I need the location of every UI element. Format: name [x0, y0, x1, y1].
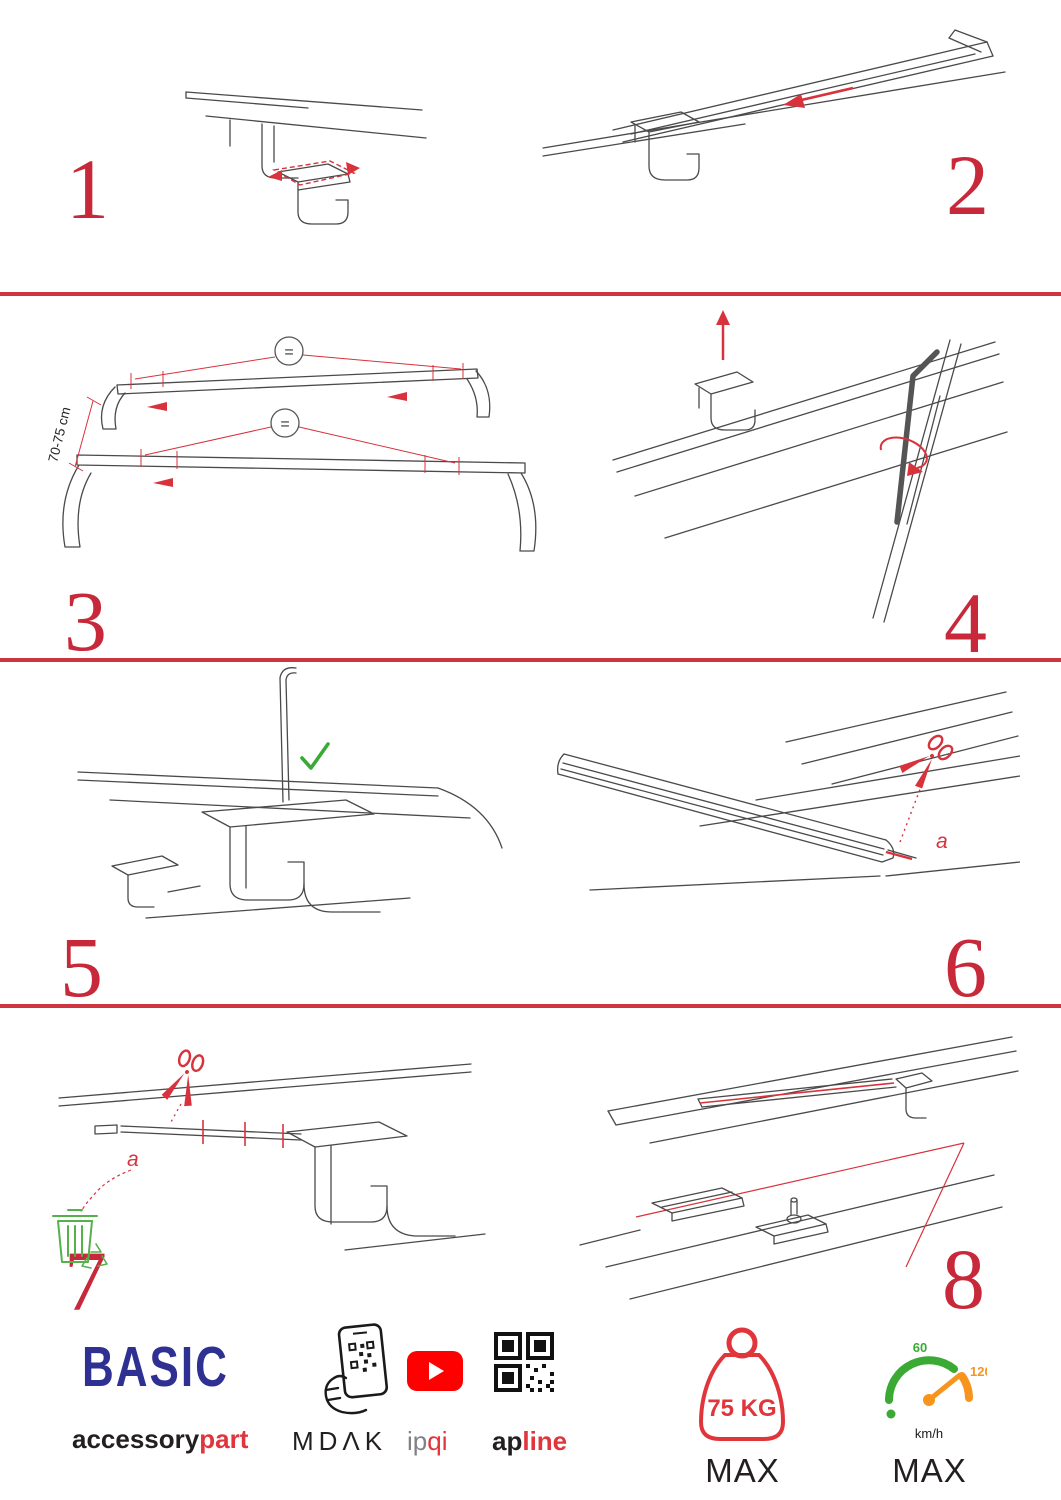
- hand-icon: [324, 1374, 368, 1415]
- measurement-label: 70-75 cm: [45, 405, 73, 463]
- check-icon: [300, 742, 330, 770]
- step-7-illustration: a: [52, 1049, 486, 1269]
- clamp-pieces: [651, 1187, 829, 1245]
- step-1-number: 1: [66, 141, 109, 237]
- insert-arrows: [268, 162, 360, 181]
- step-3-number: 3: [64, 573, 107, 669]
- slide-direction-arrow: [783, 86, 854, 108]
- equals-sign: =: [284, 344, 293, 361]
- basic-logo: BASIC: [82, 1336, 229, 1399]
- scissors-icon: [161, 1049, 205, 1107]
- qr-code-icon: [494, 1332, 554, 1392]
- insert-direction-arrow: [716, 310, 730, 360]
- step-2-illustration: [542, 29, 1006, 181]
- step-8-illustration: [579, 1036, 1019, 1300]
- part-text: part: [199, 1424, 249, 1454]
- equals-badge: =: [274, 336, 304, 366]
- rotation-arrow: [879, 436, 928, 476]
- cut-guide: [170, 1103, 182, 1123]
- slide-arrows: [147, 392, 407, 487]
- cut-marks: [202, 1120, 284, 1148]
- discard-leader: [80, 1169, 132, 1213]
- step-6-illustration: a: [556, 691, 1020, 891]
- section-divider: [0, 292, 1061, 296]
- rubber-strip-end: [885, 850, 913, 861]
- speed-max-label: MAX: [892, 1452, 967, 1489]
- ip-text: ip: [407, 1426, 428, 1456]
- ap-text: ap: [492, 1426, 523, 1456]
- equals-badge: =: [270, 408, 300, 438]
- weight-limit-icon: 75 KG: [698, 1327, 786, 1441]
- qi-text: qi: [427, 1426, 448, 1456]
- section-divider: [0, 658, 1061, 662]
- speed-start-label: 60: [913, 1340, 927, 1355]
- step-3-illustration: = = 70-75 cm: [45, 336, 537, 552]
- step-8-number: 8: [942, 1231, 985, 1327]
- trash-bin-icon: [52, 1209, 98, 1263]
- step-4-illustration: [612, 310, 1008, 623]
- phone-qr-scan-icon: [324, 1323, 389, 1415]
- speed-unit-label: km/h: [915, 1426, 943, 1441]
- plate-highlight: [271, 160, 357, 186]
- step-2-number: 2: [946, 137, 989, 233]
- scissors-icon: [899, 734, 954, 789]
- strip-highlight: [699, 1082, 895, 1104]
- allen-key-icon: [894, 349, 940, 525]
- part-label-a: a: [936, 830, 948, 853]
- step-6-number: 6: [944, 919, 987, 1015]
- mdak-wordmark: MDΛK: [292, 1426, 388, 1456]
- accessorypart-wordmark: accessorypart: [72, 1424, 248, 1455]
- ipqi-wordmark: ipqi: [407, 1426, 448, 1457]
- cut-guide: [899, 783, 923, 843]
- leader-lines: [635, 1142, 965, 1268]
- speed-end-label: 120: [970, 1364, 987, 1379]
- part-label-a: a: [127, 1148, 139, 1171]
- step-4-number: 4: [944, 575, 987, 671]
- section-divider: [0, 1004, 1061, 1008]
- weight-value: 75 KG: [707, 1395, 776, 1422]
- step-5-number: 5: [60, 919, 103, 1015]
- line-text: line: [522, 1426, 568, 1456]
- accessory-text: accessory: [72, 1424, 200, 1454]
- speedometer-icon: 60 120 km/h: [885, 1340, 987, 1441]
- youtube-icon: [407, 1351, 463, 1391]
- step-5-illustration: [77, 667, 503, 919]
- weight-max-label: MAX: [705, 1452, 780, 1489]
- apline-wordmark: apline: [492, 1426, 567, 1457]
- equals-sign: =: [280, 416, 289, 433]
- recycle-icon: [81, 1243, 108, 1269]
- step-1-illustration: [185, 91, 427, 225]
- dimension-lines: [68, 354, 464, 475]
